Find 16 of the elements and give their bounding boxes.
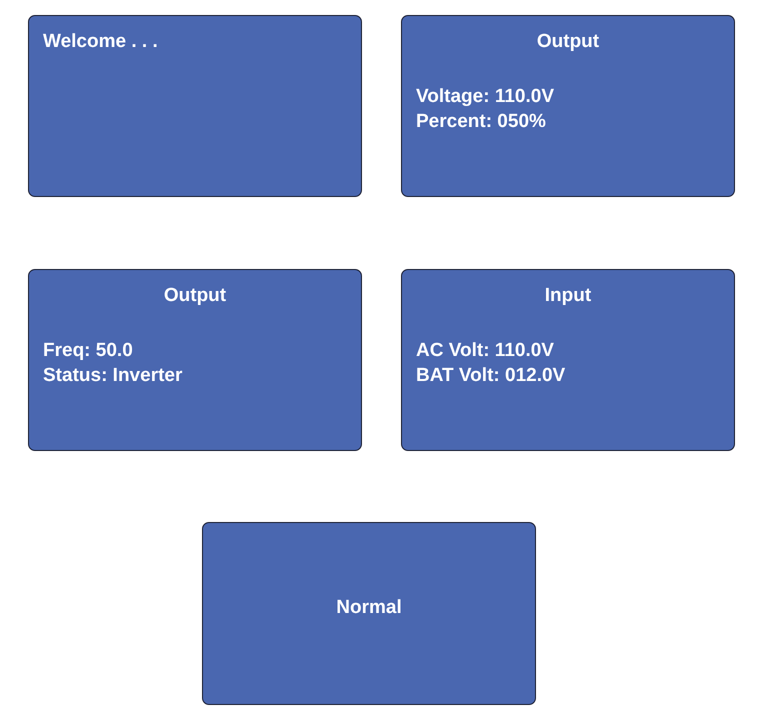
screen-message: Welcome . . . xyxy=(43,30,159,54)
screen-message: Normal xyxy=(336,596,402,620)
readout-line: Voltage: 110.0V xyxy=(416,85,555,109)
display-screen-panel xyxy=(28,269,362,451)
display-screen-panel xyxy=(401,15,735,197)
screen-heading: Output xyxy=(536,30,600,54)
display-screen-panel xyxy=(401,269,735,451)
readout-line: AC Volt: 110.0V xyxy=(416,339,555,363)
readout-line: BAT Volt: 012.0V xyxy=(416,364,566,388)
screen-heading: Input xyxy=(544,284,592,308)
readout-line: Status: Inverter xyxy=(43,364,184,388)
display-screen-panel xyxy=(202,522,536,705)
readout-line: Freq: 50.0 xyxy=(43,339,134,363)
readout-line: Percent: 050% xyxy=(416,110,547,134)
display-screen-panel xyxy=(28,15,362,197)
screen-heading: Output xyxy=(162,284,228,308)
